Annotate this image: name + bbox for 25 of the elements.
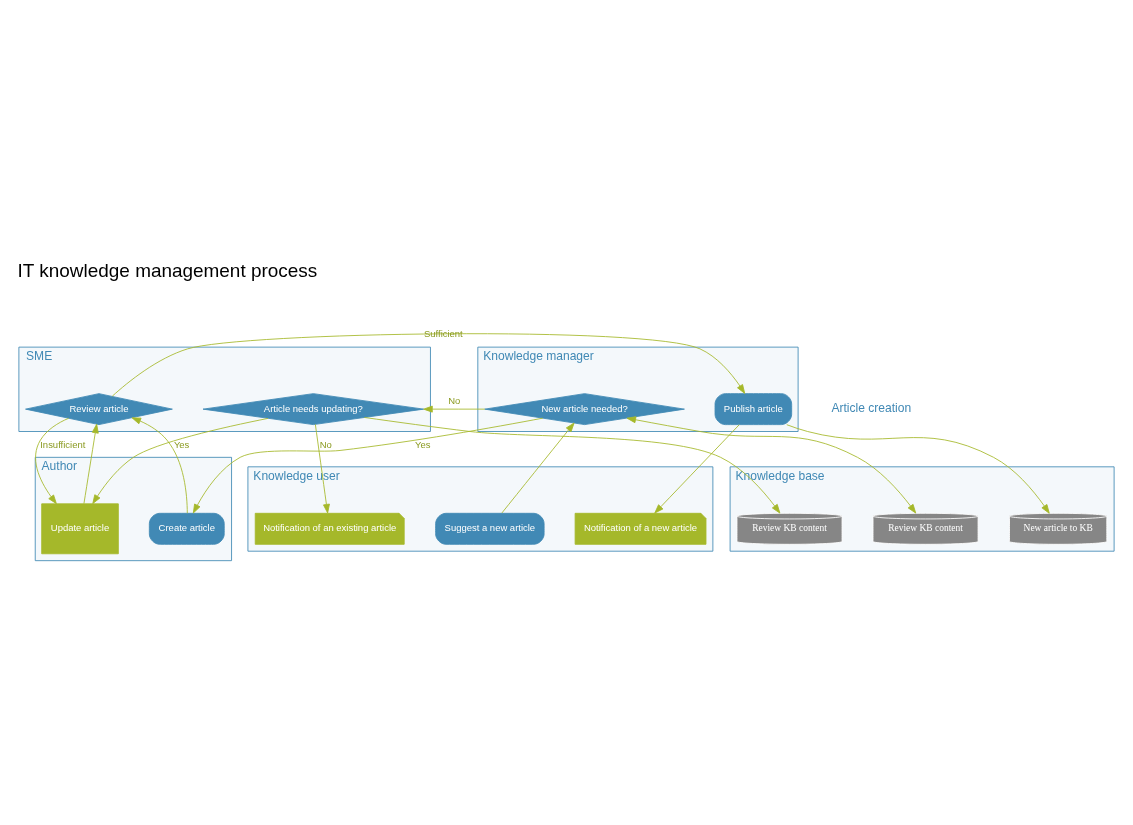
edge-label: Yes (173, 438, 190, 450)
edge-label: Insufficient (40, 438, 86, 450)
edge-label: No (319, 438, 332, 450)
arrow (786, 423, 1050, 514)
arrow (192, 417, 544, 513)
node-box: Publish article (714, 392, 793, 425)
node-box: Create article (148, 512, 225, 545)
arrow (111, 332, 746, 397)
arrow (92, 417, 269, 504)
arrow (131, 416, 188, 514)
arrow (35, 417, 70, 504)
diagram-title: IT knowledge management process (17, 259, 318, 281)
arrow (501, 422, 575, 513)
edge-label: Yes (414, 438, 431, 450)
label: Article creation (831, 400, 912, 415)
node-diamond: Article needs updating? (202, 392, 425, 425)
edge-label: Sufficient (423, 327, 463, 339)
node-box: Update article (41, 502, 119, 554)
arrow (83, 423, 99, 504)
arrow (423, 405, 486, 413)
node-box: Suggest a new article (435, 512, 545, 545)
arrow (626, 415, 917, 513)
arrow (364, 416, 781, 514)
edge-label: No (448, 394, 461, 406)
arrow (654, 423, 740, 513)
